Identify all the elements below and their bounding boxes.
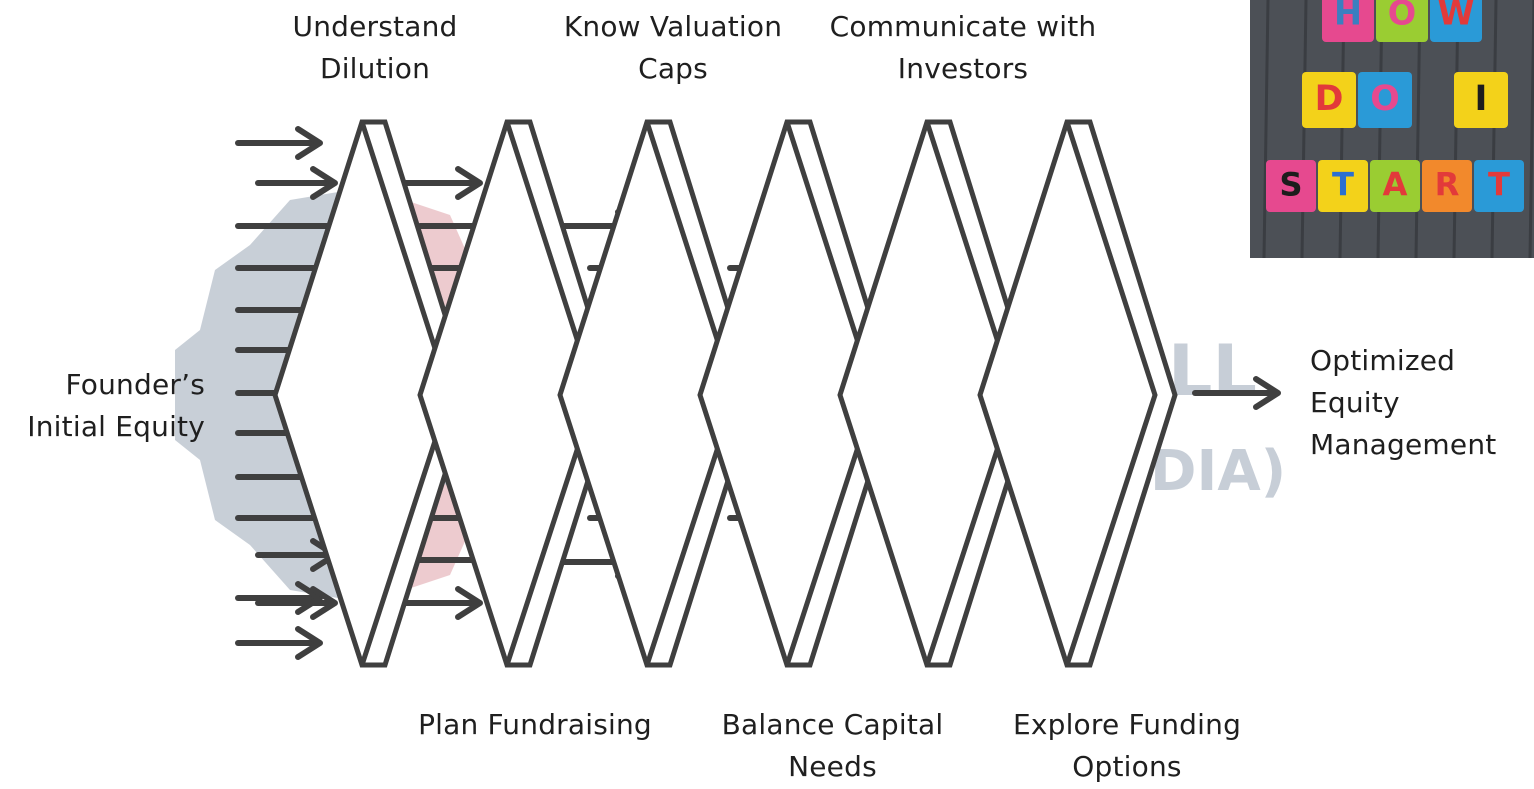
svg-text:T: T: [1488, 165, 1510, 203]
bottom-label-1: Plan Fundraising: [418, 708, 652, 741]
arrow-col-0a: [235, 581, 323, 615]
chevron-2: [417, 119, 618, 668]
svg-text:W: W: [1438, 0, 1475, 33]
svg-text:R: R: [1435, 165, 1460, 203]
letter-block: A: [1370, 160, 1420, 212]
svg-text:O: O: [1370, 79, 1400, 119]
plank-seam: [1300, 0, 1308, 258]
letter-block: D: [1302, 72, 1356, 128]
letter-block: T: [1474, 160, 1524, 212]
bottom-label-2: Balance Capital Needs: [721, 708, 944, 783]
svg-text:S: S: [1279, 165, 1302, 203]
letter-block: W: [1430, 0, 1482, 42]
chevron-6: [977, 119, 1178, 668]
letter-block: O: [1376, 0, 1428, 42]
photo-background: [1250, 0, 1534, 258]
letter-block: T: [1318, 160, 1368, 212]
letter-block: H: [1322, 0, 1374, 42]
arrow-col-1a: [402, 166, 483, 200]
arrow-col-1a: [402, 586, 483, 620]
arrow-col-0a: [235, 126, 323, 160]
arrow-col-0a: [235, 626, 323, 660]
arrow-output: [1192, 376, 1281, 410]
plank-seam: [1338, 0, 1346, 258]
output-label: Optimized Equity Management: [1310, 344, 1497, 461]
plank-seam: [1376, 0, 1384, 258]
wood-planks: [1262, 0, 1534, 258]
filter-chevrons: [272, 119, 1178, 668]
letter-block: O: [1358, 72, 1412, 128]
arrow-col-0b: [255, 586, 338, 620]
svg-text:H: H: [1334, 0, 1362, 33]
svg-text:A: A: [1383, 165, 1408, 203]
svg-text:O: O: [1388, 0, 1416, 33]
svg-text:I: I: [1475, 79, 1488, 119]
svg-text:T: T: [1332, 165, 1354, 203]
plank-seam: [1262, 0, 1270, 258]
arrow-col-0b: [255, 166, 338, 200]
letter-block: I: [1454, 72, 1508, 128]
plank-seam: [1490, 0, 1498, 258]
output-arrow: [1192, 376, 1281, 410]
plank-seam: [1414, 0, 1422, 258]
top-label-1: Understand Dilution: [292, 10, 458, 85]
watermark-text-2: DIA): [1150, 439, 1286, 504]
top-label-3: Communicate with Investors: [829, 10, 1097, 85]
bottom-label-3: Explore Funding Options: [1012, 708, 1242, 783]
plank-seam: [1452, 0, 1460, 258]
input-label: Founder’s Initial Equity: [27, 368, 205, 443]
letter-block: S: [1266, 160, 1316, 212]
svg-text:D: D: [1315, 79, 1344, 119]
plank-seam: [1528, 0, 1534, 258]
top-label-2: Know Valuation Caps: [563, 10, 783, 85]
letter-block: R: [1422, 160, 1472, 212]
